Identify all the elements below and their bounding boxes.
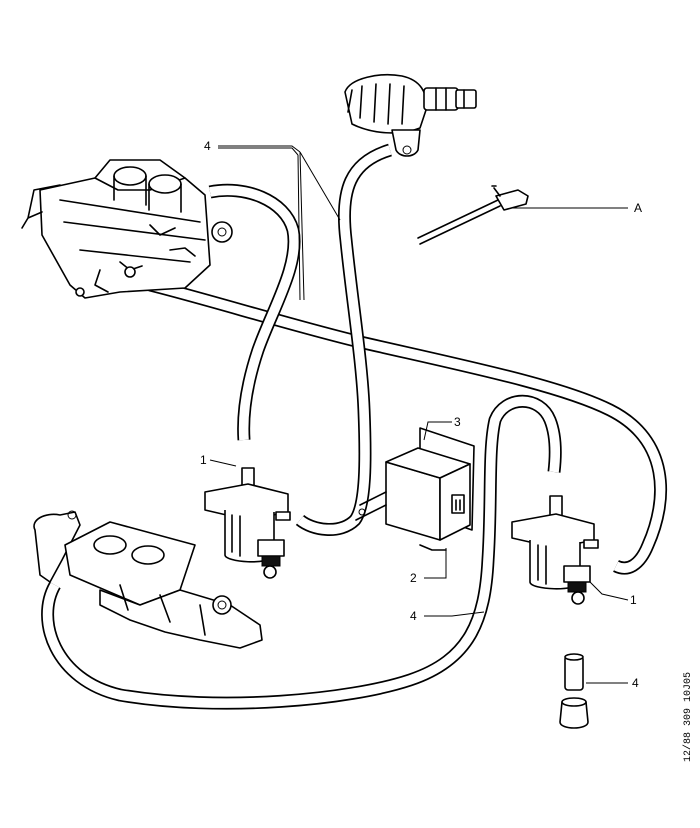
label-control-unit: 2 — [410, 571, 417, 585]
hoses — [41, 143, 668, 710]
tie-wrap — [417, 185, 529, 245]
carburettor — [21, 159, 233, 299]
connector-sleeve — [559, 653, 589, 729]
intake-manifold — [33, 510, 263, 649]
leader-lines — [209, 145, 629, 684]
label-hose-top: 4 — [204, 139, 211, 153]
label-connector-sleeve: 4 — [632, 676, 639, 690]
label-vacuum-valve-right: 1 — [630, 593, 637, 607]
label-vacuum-valve-left: 1 — [200, 453, 207, 467]
label-tie-wrap: A — [634, 201, 642, 215]
vacuum-valve-right — [511, 495, 599, 605]
distributor — [344, 73, 477, 157]
label-hose-bottom: 4 — [410, 609, 417, 623]
label-bracket: 3 — [454, 415, 461, 429]
drawing-code: 12/88 309 10J05 — [682, 672, 694, 762]
control-unit — [355, 427, 475, 551]
vacuum-valve-left — [204, 467, 291, 579]
